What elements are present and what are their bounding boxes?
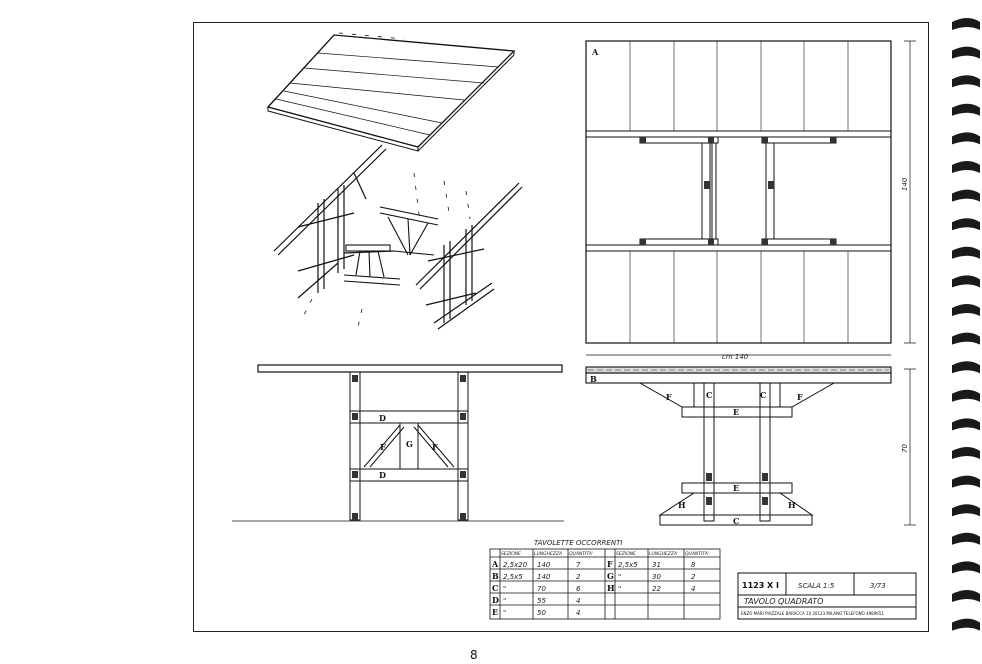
parts-cell-right_rows-H-lunghezza: 22 (652, 585, 661, 593)
binding-ring (952, 18, 980, 30)
binding-ring (952, 275, 980, 288)
parts-cell-left_rows-B-lunghezza: 140 (537, 573, 551, 581)
side-label-f-right: F (797, 392, 803, 402)
parts-cell-left_rows-D-sezione: " (503, 597, 506, 605)
parts-cell-right_rows-G-sezione: " (618, 573, 621, 581)
drawing-code: 1123 X I (742, 581, 779, 590)
parts-cell-left_rows-B-sezione: 2,5x5 (503, 573, 523, 581)
binding-ring (952, 332, 980, 345)
height-dimension: 70 (901, 444, 909, 453)
side-label-c-right: C (760, 390, 766, 400)
side-label-b: B (590, 374, 597, 384)
parts-cell-left_rows-C-lunghezza: 70 (537, 585, 546, 593)
parts-cell-right_rows-F-quantita: 8 (691, 561, 696, 569)
parts-cell-right_rows-F-lunghezza: 31 (652, 561, 661, 569)
binding-ring (952, 504, 980, 517)
front-elevation-view (232, 364, 564, 522)
header-sezione-right: SEZIONE (616, 551, 636, 557)
header-lunghezza-right: LUNGHEZZA (649, 551, 677, 557)
title-block (737, 572, 917, 620)
parts-cell-left_rows-B-quantita: 2 (576, 573, 581, 581)
parts-cell-right_rows-G-lunghezza: 30 (652, 573, 661, 581)
parts-cell-left_rows-C-sezione: " (503, 585, 506, 593)
binding-ring (952, 590, 980, 602)
exploded-isometric-view (266, 32, 523, 330)
width-dimension: 140 (901, 177, 909, 191)
parts-cell-right_rows-F-sezione: 2,5x5 (618, 561, 638, 569)
parts-cell-left_rows-A-lunghezza: 140 (537, 561, 551, 569)
binding-ring (952, 418, 980, 431)
parts-cell-left_rows-D-lunghezza: 55 (537, 597, 546, 605)
binding-ring (952, 218, 980, 231)
drawing-sheet: A cm 140 140 70 D D F G F B F C E C F E … (193, 22, 929, 632)
technical-drawing: A cm 140 140 70 D D F G F B F C E C F E … (232, 32, 917, 620)
binding-ring (952, 389, 980, 402)
parts-cell-right_rows-G-quantita: 2 (691, 573, 696, 581)
parts-table-title: TAVOLETTE OCCORRENTI (534, 539, 622, 547)
plan-view (585, 40, 916, 356)
side-label-f-left: F (666, 392, 672, 402)
parts-cell-left_rows-D-id: D (492, 595, 499, 605)
front-label-d-bottom: D (379, 470, 386, 480)
plan-label: A (591, 47, 599, 57)
binding-ring (952, 361, 980, 374)
parts-cell-right_rows-H-id: H (607, 583, 615, 593)
header-lunghezza-left: LUNGHEZZA (534, 551, 562, 557)
parts-cell-left_rows-A-quantita: 7 (576, 561, 581, 569)
side-label-c-foot: C (733, 516, 739, 526)
page-number: 8 (470, 648, 478, 662)
binding-ring (952, 161, 980, 173)
parts-cell-left_rows-C-id: C (492, 583, 498, 593)
binding-ring (952, 189, 980, 202)
side-label-c-left: C (706, 390, 712, 400)
side-label-h-right: H (788, 500, 796, 510)
front-label-f-right: F (432, 442, 438, 452)
spiral-binding (952, 18, 980, 631)
side-label-e: E (733, 407, 739, 417)
drawing-date: 3/73 (870, 582, 886, 590)
parts-cell-left_rows-D-quantita: 4 (576, 597, 580, 605)
parts-cell-left_rows-E-id: E (492, 607, 498, 617)
parts-cell-right_rows-G-id: G (607, 571, 614, 581)
parts-cell-right_rows-F-id: F (607, 559, 613, 569)
parts-table (489, 548, 721, 620)
parts-cell-left_rows-A-sezione: 2,5x20 (503, 561, 528, 569)
parts-cell-left_rows-C-quantita: 6 (576, 585, 581, 593)
drawing-name: TAVOLO QUADRATO (744, 597, 823, 606)
binding-ring (952, 447, 980, 459)
parts-cell-left_rows-E-quantita: 4 (576, 609, 580, 617)
drawing-scale: SCALA 1:5 (798, 582, 835, 590)
parts-cell-right_rows-H-quantita: 4 (691, 585, 695, 593)
binding-ring (952, 618, 980, 631)
binding-ring (952, 246, 980, 259)
header-quantita-left: QUANTITA' (569, 551, 593, 557)
side-elevation-view (585, 366, 916, 526)
front-label-d-top: D (379, 413, 386, 423)
publisher-line: ENZO MARI PIAZZALE BARACCA 10 20123 MILA… (741, 611, 884, 616)
parts-cell-left_rows-A-id: A (491, 559, 499, 569)
front-label-f-left: F (380, 442, 386, 452)
length-dimension: cm 140 (722, 353, 749, 361)
side-label-e-low: E (733, 483, 739, 493)
parts-cell-right_rows-H-sezione: " (618, 585, 621, 593)
parts-cell-left_rows-E-sezione: " (503, 609, 506, 617)
binding-ring (952, 304, 980, 316)
binding-ring (952, 132, 980, 145)
side-label-h-left: H (678, 500, 686, 510)
binding-ring (952, 103, 980, 116)
binding-ring (952, 561, 980, 574)
binding-ring (952, 475, 980, 488)
header-quantita-right: QUANTITA' (685, 551, 709, 557)
binding-ring (952, 46, 980, 59)
binding-ring (952, 532, 980, 545)
parts-cell-left_rows-E-lunghezza: 50 (537, 609, 546, 617)
parts-cell-left_rows-B-id: B (492, 571, 499, 581)
binding-ring (952, 75, 980, 88)
header-sezione-left: SEZIONE (501, 551, 521, 557)
front-label-g: G (406, 439, 413, 449)
